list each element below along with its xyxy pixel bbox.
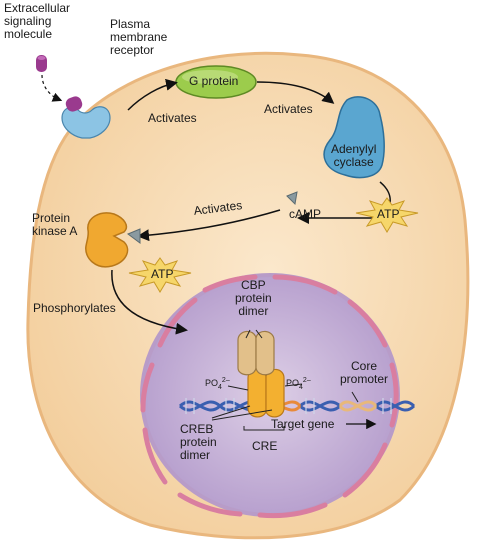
adenylyl-cyclase-icon (323, 96, 385, 179)
atp-burst-icon (128, 257, 192, 293)
cbp-label: CBP protein dimer (235, 278, 272, 318)
core-promoter-label: Core promoter (340, 359, 389, 386)
po4-left-label: PO42– (205, 377, 230, 391)
creb-label: CREB protein dimer (180, 422, 217, 462)
creb-dimer-icon (247, 368, 285, 418)
phosphorylates-label: Phosphorylates (33, 301, 116, 315)
camp-icon (286, 191, 298, 206)
signal-molecule-icon (36, 55, 47, 72)
receptor-icon (61, 96, 111, 139)
camp-label: cAMP (289, 207, 322, 221)
target-gene-label: Target gene (271, 417, 335, 431)
atp-label-2: ATP (151, 267, 174, 281)
g-protein-icon (175, 65, 257, 99)
po4-right-callout (284, 383, 303, 387)
protein-kinase-a-icon (85, 212, 141, 268)
po4-left-callout (227, 385, 249, 391)
adenylyl-cyclase-label: Adenylyl cyclase (331, 142, 377, 169)
atp-burst-icon (355, 197, 419, 233)
atp-label-1: ATP (377, 207, 400, 221)
cre-bracket (243, 426, 285, 431)
core-promoter-callout (351, 391, 359, 403)
activates-label-1: Activates (148, 111, 197, 125)
creb-callout-left (211, 405, 251, 419)
cbp-dimer-icon (237, 330, 275, 376)
arrow-pka-to-nucleus (111, 269, 188, 335)
arrow-receptor-to-g-protein (127, 78, 178, 111)
g-protein-label: G protein (189, 74, 239, 88)
cbp-callout-right (255, 329, 263, 339)
signal-dashed-arrow (41, 74, 63, 102)
nucleus (140, 273, 400, 519)
cre-label: CRE (252, 439, 278, 453)
receptor-label: Plasma membrane receptor (110, 17, 168, 57)
protein-kinase-a-label: Protein kinase A (32, 211, 78, 238)
extracellular-signal-label: Extracellular signaling molecule (4, 1, 71, 41)
po4-right-label: PO42– (286, 377, 311, 391)
creb-callout-right (211, 409, 273, 421)
arrow-g-protein-to-adenylyl-cyclase (256, 81, 335, 104)
arrow-camp-to-pka (137, 209, 281, 242)
activates-label-2: Activates (264, 102, 313, 116)
cbp-callout-left (245, 329, 251, 339)
